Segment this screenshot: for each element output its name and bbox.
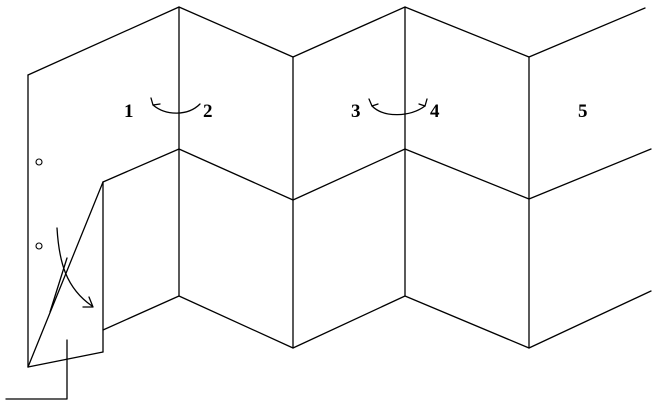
flap-fold-arrow: [56, 227, 93, 307]
fold-arrow-1-2-head: [150, 97, 161, 106]
fold-arrow-3-4-head-left: [368, 98, 379, 107]
binding-hole-top: [35, 158, 43, 166]
flap-cross-stroke: [49, 257, 68, 313]
panel-middle-crease: [102, 148, 652, 201]
fold-arrow-1-2: [152, 103, 201, 114]
panel-label-4: 4: [430, 101, 440, 122]
panel-label-5: 5: [578, 101, 588, 122]
panel-bottom-edge: [102, 290, 652, 349]
leader-line: [5, 339, 68, 400]
panel-label-1: 1: [124, 101, 134, 122]
panel-label-3: 3: [351, 101, 361, 122]
flap-fold-arrow-head: [82, 296, 94, 308]
flap-bottom: [27, 351, 104, 368]
fold-arrow-3-4: [371, 105, 426, 116]
fold-arrow-3-4-head-right: [418, 98, 428, 107]
binding-hole-bottom: [35, 242, 43, 250]
panel-label-2: 2: [203, 101, 213, 122]
panel-top-edge: [27, 6, 646, 76]
